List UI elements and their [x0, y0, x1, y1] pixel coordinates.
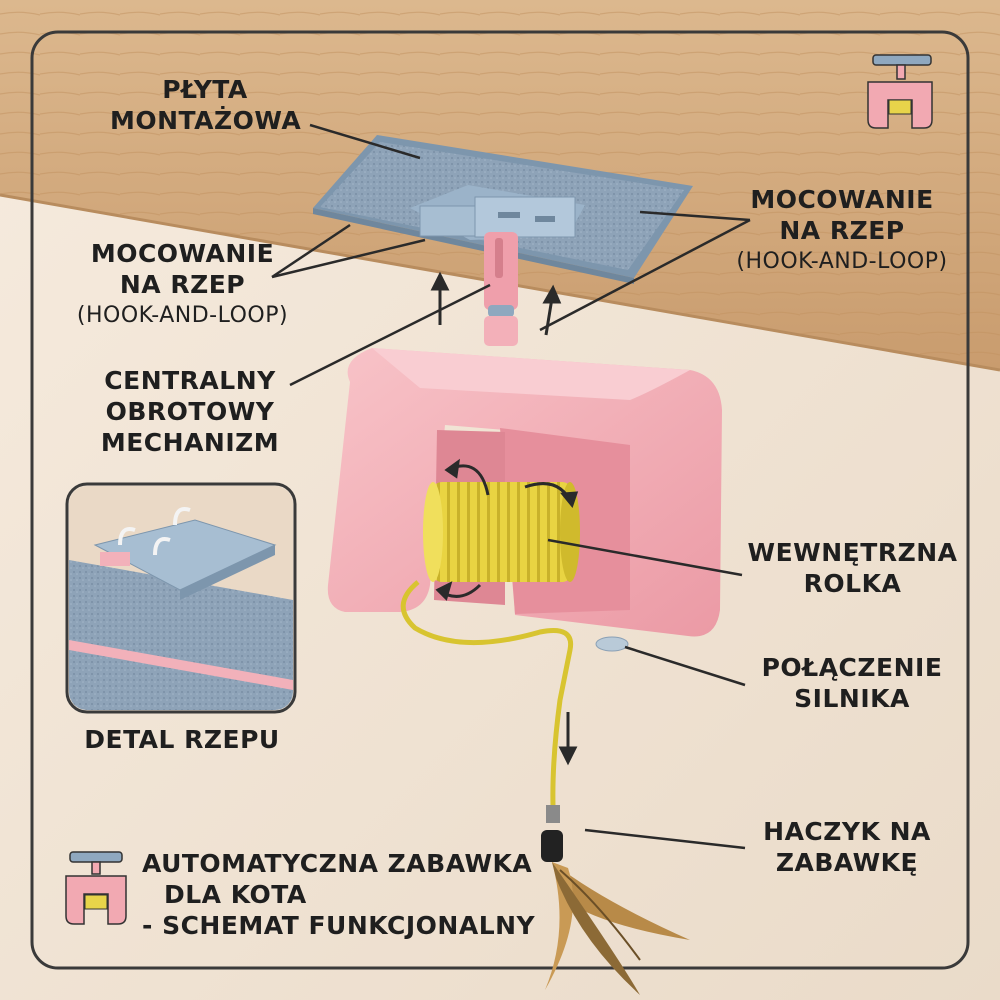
label-spool: WEWNĘTRZNA ROLKA — [745, 537, 960, 599]
motor-connection — [595, 636, 629, 652]
label-velcro-left: MOCOWANIE NA RZEP (HOOK-AND-LOOP) — [55, 238, 310, 331]
label-line: MOCOWANIE — [90, 239, 275, 268]
frame-border — [30, 30, 970, 970]
inner-spool — [423, 482, 580, 582]
label-motor: POŁĄCZENIE SILNIKA — [752, 652, 952, 714]
swivel-mechanism — [484, 232, 518, 346]
label-velcro-right: MOCOWANIE NA RZEP (HOOK-AND-LOOP) — [722, 184, 962, 277]
label-line: DETAL RZEPU — [84, 725, 280, 754]
mounting-plate — [313, 135, 693, 284]
leader-lines — [271, 123, 751, 850]
label-line: SILNIKA — [794, 684, 910, 713]
label-line: MONTAŻOWA — [110, 106, 302, 135]
rotation-arrow-icon — [435, 458, 579, 601]
label-line: ZABAWKĘ — [775, 848, 919, 877]
label-line: HACZYK NA — [763, 817, 931, 846]
toy-logo-icon — [867, 54, 933, 129]
label-line: NA RZEP — [779, 216, 905, 245]
label-mounting-plate: PŁYTA MONTAŻOWA — [110, 74, 302, 136]
label-line: (HOOK-AND-LOOP) — [736, 249, 948, 274]
label-line: MECHANIZM — [100, 428, 280, 457]
label-swivel: CENTRALNY OBROTOWY MECHANIZM — [90, 365, 290, 458]
label-line: MOCOWANIE — [750, 185, 934, 214]
diagram-title: AUTOMATYCZNA ZABAWKA DLA KOTA - SCHEMAT … — [142, 848, 542, 941]
title-line: - SCHEMAT FUNKCJONALNY — [142, 911, 536, 940]
label-detail: DETAL RZEPU — [68, 724, 296, 755]
label-line: (HOOK-AND-LOOP) — [76, 303, 289, 328]
detail-inset — [65, 482, 297, 714]
label-line: CENTRALNY — [104, 366, 276, 395]
toy-logo-icon — [65, 851, 127, 925]
label-line: PŁYTA — [162, 75, 248, 104]
title-line: AUTOMATYCZNA ZABAWKA — [142, 849, 533, 878]
direction-arrow-icon — [430, 271, 578, 766]
label-line: NA RZEP — [119, 270, 246, 299]
label-line: OBROTOWY — [105, 397, 275, 426]
title-line: DLA KOTA — [164, 880, 307, 909]
label-line: WEWNĘTRZNA — [747, 538, 958, 567]
feather-icon — [545, 862, 690, 995]
label-line: POŁĄCZENIE — [761, 653, 943, 682]
label-line: ROLKA — [803, 569, 902, 598]
toy-string — [400, 580, 574, 862]
label-hook: HACZYK NA ZABAWKĘ — [752, 816, 942, 878]
